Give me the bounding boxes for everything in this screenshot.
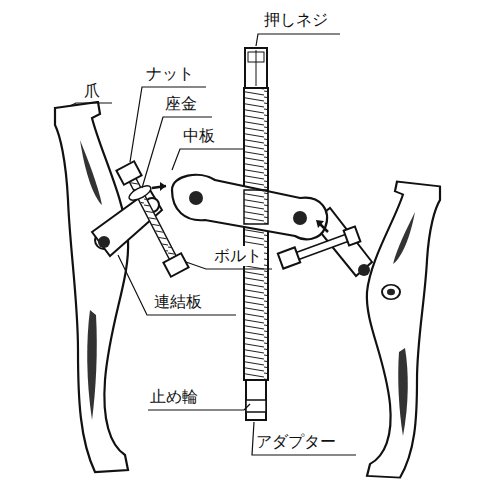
leader-lines	[70, 34, 356, 455]
part-label: ナット	[144, 64, 196, 84]
part-label: 連結板	[152, 292, 204, 312]
part-label: 中板	[181, 126, 217, 146]
part-label: アダプター	[254, 432, 338, 452]
part-label: 止め輪	[148, 387, 200, 407]
part-label: ボルト	[212, 246, 264, 266]
part-label: 押しネジ	[262, 10, 330, 30]
part-label: 爪	[82, 81, 102, 101]
part-label: 座金	[163, 94, 199, 114]
